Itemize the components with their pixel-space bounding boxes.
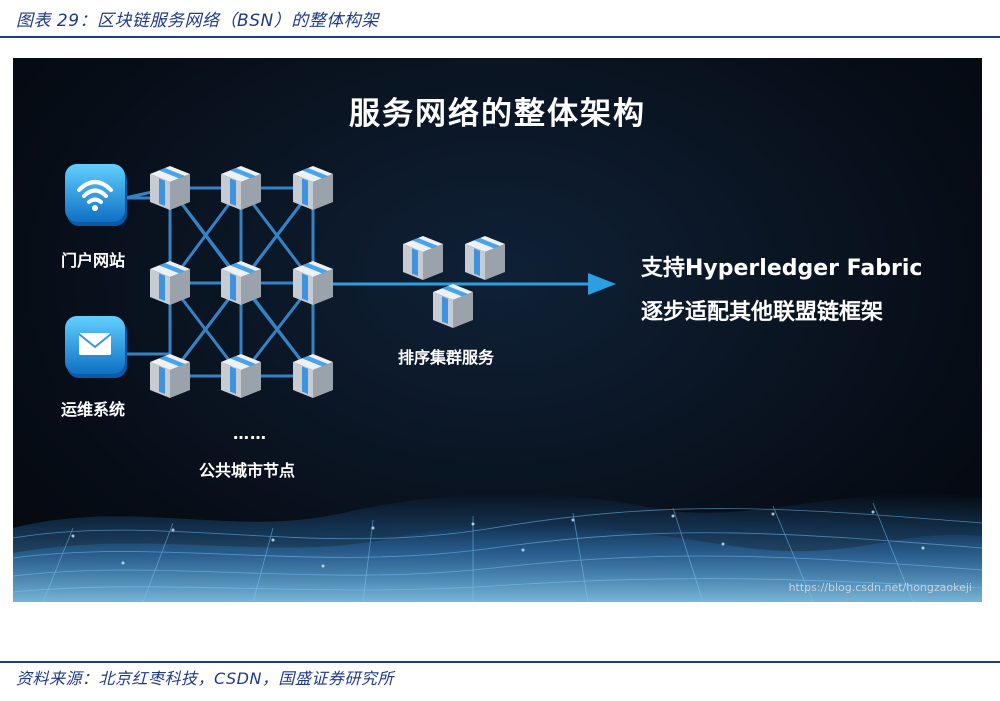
portal-label: 门户网站 xyxy=(61,251,126,270)
city-node-cube xyxy=(150,166,190,210)
ellipsis-label: …… xyxy=(233,424,267,443)
ordering-node-cube xyxy=(403,236,443,280)
ordering-service-label: 排序集群服务 xyxy=(398,348,495,367)
ordering-node-cube xyxy=(465,236,505,280)
wifi-icon xyxy=(65,164,127,226)
city-nodes-label: 公共城市节点 xyxy=(199,461,296,480)
city-node-cube xyxy=(293,354,333,398)
city-node-cube xyxy=(221,354,261,398)
diagram-heading: 服务网络的整体架构 xyxy=(349,96,646,132)
ordering-node-cube xyxy=(433,284,473,328)
architecture-diagram xyxy=(13,164,982,602)
digital-wave-graphic xyxy=(13,493,982,602)
flow-arrow xyxy=(323,273,616,295)
adapt-frameworks-text: 逐步适配其他联盟链框架 xyxy=(641,300,884,325)
support-fabric-text: 支持Hyperledger Fabric xyxy=(641,256,923,281)
city-node-cube xyxy=(150,261,190,305)
architecture-panel: 服务网络的整体架构 门户网站 运维系统 …… 公共城市节点 排序集群服务 支持H… xyxy=(13,58,982,602)
city-node-cube xyxy=(221,261,261,305)
envelope-icon xyxy=(65,316,127,378)
figure-title: 图表 29：区块链服务网络（BSN）的整体构架 xyxy=(16,11,379,31)
ops-system-label: 运维系统 xyxy=(61,400,126,419)
city-node-cube xyxy=(221,166,261,210)
top-rule xyxy=(0,36,1000,38)
city-node-cube xyxy=(150,354,190,398)
city-node-cube xyxy=(293,261,333,305)
figure-source: 资料来源：北京红枣科技，CSDN，国盛证券研究所 xyxy=(16,669,394,688)
city-node-cube xyxy=(293,166,333,210)
watermark-url: https://blog.csdn.net/hongzaokeji xyxy=(788,581,972,594)
bottom-rule xyxy=(0,661,1000,663)
